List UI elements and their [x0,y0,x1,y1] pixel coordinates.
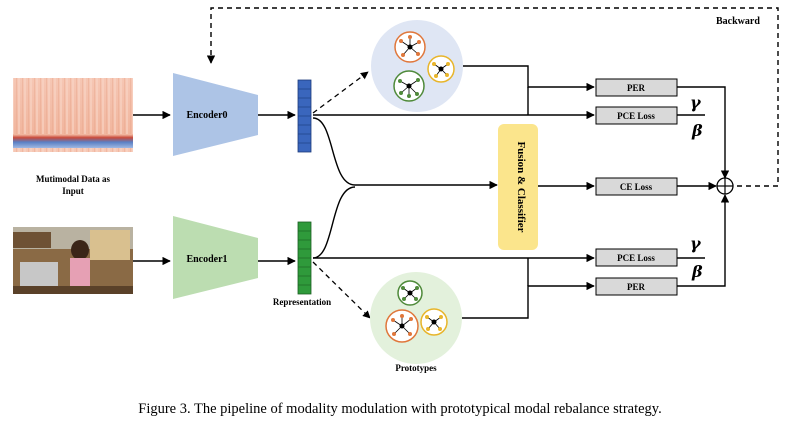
representation-bar-audio [297,79,312,153]
backward-label: Backward [716,16,760,27]
representation-bar-visual [297,221,312,295]
beta-bottom: β [691,262,703,281]
video-frame [13,227,133,294]
encoder1-label: Encoder1 [186,254,227,265]
input-label-line1: Mutimodal Data as [36,174,110,184]
prototypes-audio [371,20,463,112]
pce-top-box [595,106,678,125]
input-label-line2: Input [62,186,84,196]
prototypes-label: Prototypes [395,363,437,373]
representation-label: Representation [273,297,331,307]
sum-node [716,177,734,195]
pce-bottom-box [595,248,678,267]
per-bottom-box [595,277,678,296]
encoder0-block [173,73,258,156]
ce-loss-label: CE Loss [620,182,653,192]
pce-bottom-label: PCE Loss [617,253,655,263]
prototypes-visual [370,272,462,364]
fusion-classifier-label: Fusion & Classifier [515,141,527,232]
audio-spectrogram [13,78,133,152]
backward-path [206,7,779,187]
figure-caption: Figure 3. The pipeline of modality modul… [138,401,661,417]
per-bottom-label: PER [627,282,646,292]
gamma-top: γ [690,93,702,112]
beta-top: β [691,121,703,140]
gamma-bottom: γ [690,234,702,253]
per-top-box [595,78,678,97]
ce-loss-box [595,177,678,196]
fusion-classifier-block [498,124,538,250]
pce-top-label: PCE Loss [617,111,655,121]
per-top-label: PER [627,83,646,93]
encoder0-label: Encoder0 [186,110,227,121]
encoder1-block [173,216,258,299]
